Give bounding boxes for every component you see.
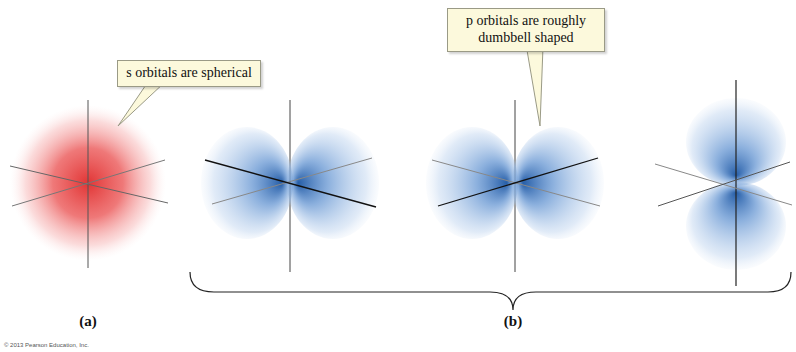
p-orbital [655, 80, 792, 286]
panel-label: (a) [79, 314, 97, 329]
callout-pointer [118, 85, 162, 126]
p-orbital [426, 100, 604, 272]
s-orbital [10, 100, 168, 268]
callout-pointer [527, 50, 543, 126]
callout-box: s orbitals are spherical [117, 60, 261, 87]
bracket [190, 272, 791, 310]
callout-text: p orbitals are roughly dumbbell shaped [456, 13, 596, 47]
callout-text: s orbitals are spherical [126, 65, 252, 82]
panel-label: (b) [504, 314, 522, 329]
p-orbital [201, 100, 379, 272]
copyright-note: © 2013 Pearson Education, Inc. [4, 342, 89, 348]
callout-box: p orbitals are roughly dumbbell shaped [447, 8, 605, 52]
